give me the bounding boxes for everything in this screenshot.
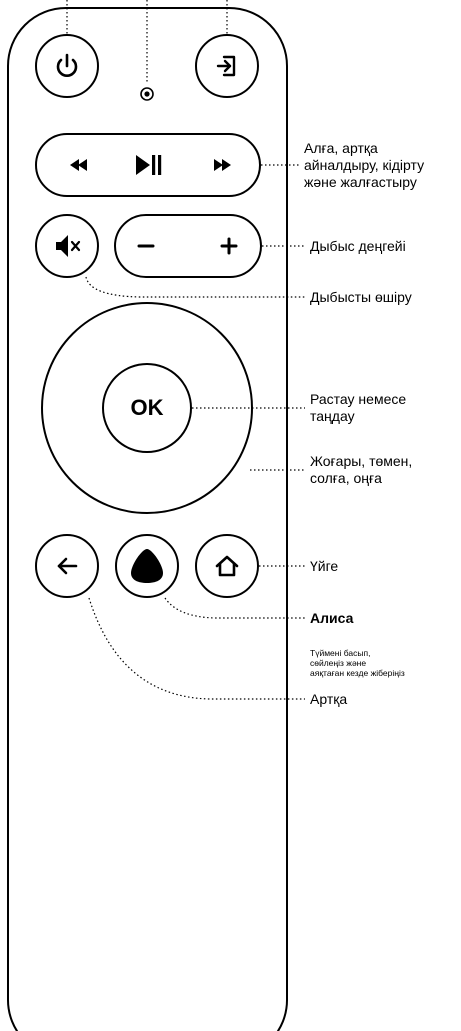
alice-button[interactable]: [115, 534, 179, 598]
callout-playback-line: және жалғастыру: [304, 174, 417, 190]
callout-alice-description-line: аяқтаған кезде жіберіңіз: [310, 668, 405, 678]
plus-icon: [220, 237, 238, 255]
callout-navigation: Жоғары, төмен, солға, оңға: [310, 453, 412, 487]
callout-volume: Дыбыс деңгейі: [310, 238, 406, 254]
callout-back: Артқа: [310, 691, 348, 707]
ok-button[interactable]: [102, 363, 192, 453]
rewind-button[interactable]: [70, 159, 87, 171]
rewind-icon: [70, 159, 87, 171]
callout-playback: Алға, артқа айналдыру, кідірту және жалғ…: [304, 140, 424, 191]
callout-home: Үйге: [310, 558, 339, 574]
play-pause-icon: [136, 155, 162, 175]
arrow-left-icon: [57, 557, 78, 575]
callout-ok-line: Растау немесе: [310, 391, 407, 407]
callout-alice-title: Алиса: [310, 610, 354, 626]
callout-alice-description-line: Түймені басып,: [310, 648, 371, 658]
back-button[interactable]: [35, 534, 99, 598]
microphone-dot: [140, 87, 154, 101]
power-button[interactable]: [35, 34, 99, 98]
alice-icon: [131, 549, 163, 583]
volume-up-button[interactable]: [220, 237, 238, 255]
callout-mute: Дыбысты өшіру: [310, 289, 412, 305]
callout-alice-description-line: сөйлеңіз және: [310, 658, 367, 668]
mute-button[interactable]: [35, 214, 99, 278]
home-button[interactable]: [195, 534, 259, 598]
callout-ok: Растау немесе таңдау: [310, 391, 406, 425]
ok-label: OK: [130, 395, 164, 420]
volume-control: [114, 214, 262, 278]
callout-navigation-line: солға, оңға: [310, 470, 382, 486]
callout-playback-line: айналдыру, кідірту: [304, 157, 425, 173]
callout-ok-line: таңдау: [310, 408, 355, 424]
home-icon: [215, 555, 239, 577]
callout-playback-line: Алға, артқа: [304, 140, 378, 156]
fast-forward-icon: [214, 159, 231, 171]
fast-forward-button[interactable]: [214, 159, 231, 171]
play-pause-button[interactable]: [136, 155, 162, 175]
callout-navigation-line: Жоғары, төмен,: [310, 453, 413, 469]
input-button[interactable]: [195, 34, 259, 98]
input-icon: [216, 55, 236, 77]
playback-control-bar: [35, 133, 261, 197]
mute-icon: [56, 235, 81, 257]
power-icon: [56, 53, 78, 77]
callout-alice-description: Түймені басып, сөйлеңіз және аяқтаған ке…: [310, 648, 405, 678]
